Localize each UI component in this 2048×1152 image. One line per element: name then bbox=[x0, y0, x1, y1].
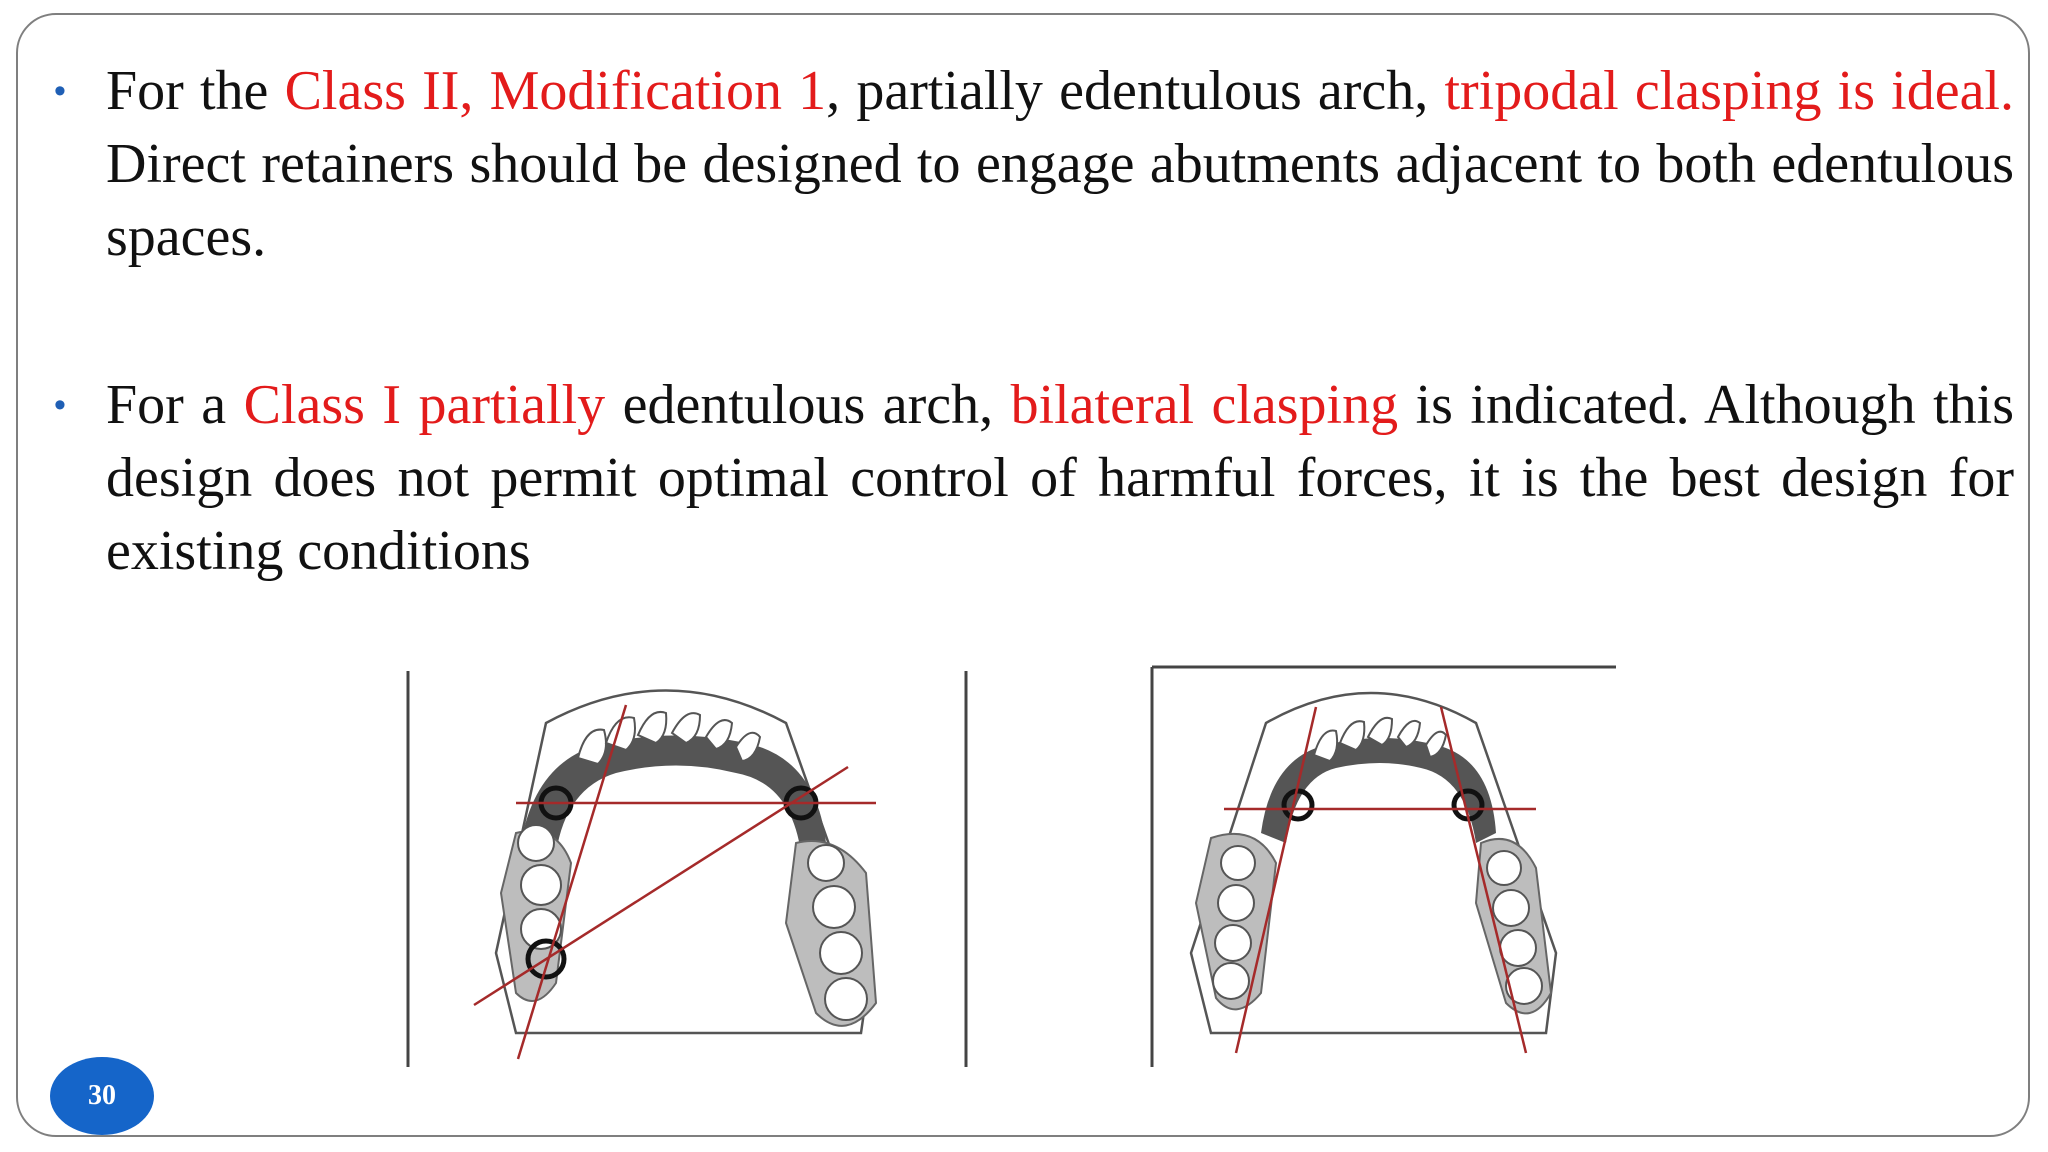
right-posterior-teeth bbox=[807, 844, 868, 1021]
major-connector bbox=[521, 735, 826, 853]
bullet-marker: • bbox=[54, 72, 66, 110]
highlight-segment: bilateral clasping bbox=[1010, 374, 1399, 436]
bullet-text: For a Class I partially edentulous arch,… bbox=[106, 369, 2014, 588]
page-number-badge: 30 bbox=[50, 1057, 154, 1135]
tripodal-clasping-diagram bbox=[406, 663, 980, 1073]
highlight-segment: tripodal clasping is ideal. bbox=[1444, 60, 2014, 122]
bullet-marker: • bbox=[54, 386, 66, 424]
cast-outline bbox=[1189, 691, 1558, 1035]
bullet-text: For the Class II, Modification 1, partia… bbox=[106, 55, 2014, 274]
text-segment: , partially edentulous arch, bbox=[826, 60, 1445, 122]
text-segment: For the bbox=[106, 60, 285, 122]
anterior-teeth bbox=[576, 711, 762, 766]
highlight-segment: Class II, Modification 1 bbox=[284, 60, 827, 122]
highlight-segment: Class I partially bbox=[243, 374, 606, 436]
text-segment: For a bbox=[106, 374, 244, 436]
bullet-bilateral: • For a Class I partially edentulous arc… bbox=[54, 369, 2014, 588]
bilateral-clasping-diagram bbox=[1136, 663, 1632, 1073]
text-segment: edentulous arch, bbox=[605, 374, 1011, 436]
fulcrum-lines bbox=[1224, 706, 1536, 1054]
fulcrum-lines bbox=[473, 704, 876, 1060]
left-posterior-teeth bbox=[517, 824, 562, 950]
right-posterior-teeth bbox=[1486, 850, 1543, 1005]
clasps bbox=[1281, 788, 1485, 822]
text-segment: is indicated. Although this design does … bbox=[106, 374, 2014, 582]
major-connector bbox=[1261, 738, 1496, 843]
anterior-teeth bbox=[1312, 716, 1448, 763]
left-posterior-teeth bbox=[1212, 845, 1256, 1000]
slide: • For the Class II, Modification 1, part… bbox=[16, 13, 2030, 1137]
text-segment: Direct retainers should be designed to e… bbox=[106, 133, 2014, 268]
bullet-tripodal: • For the Class II, Modification 1, part… bbox=[54, 55, 2014, 274]
